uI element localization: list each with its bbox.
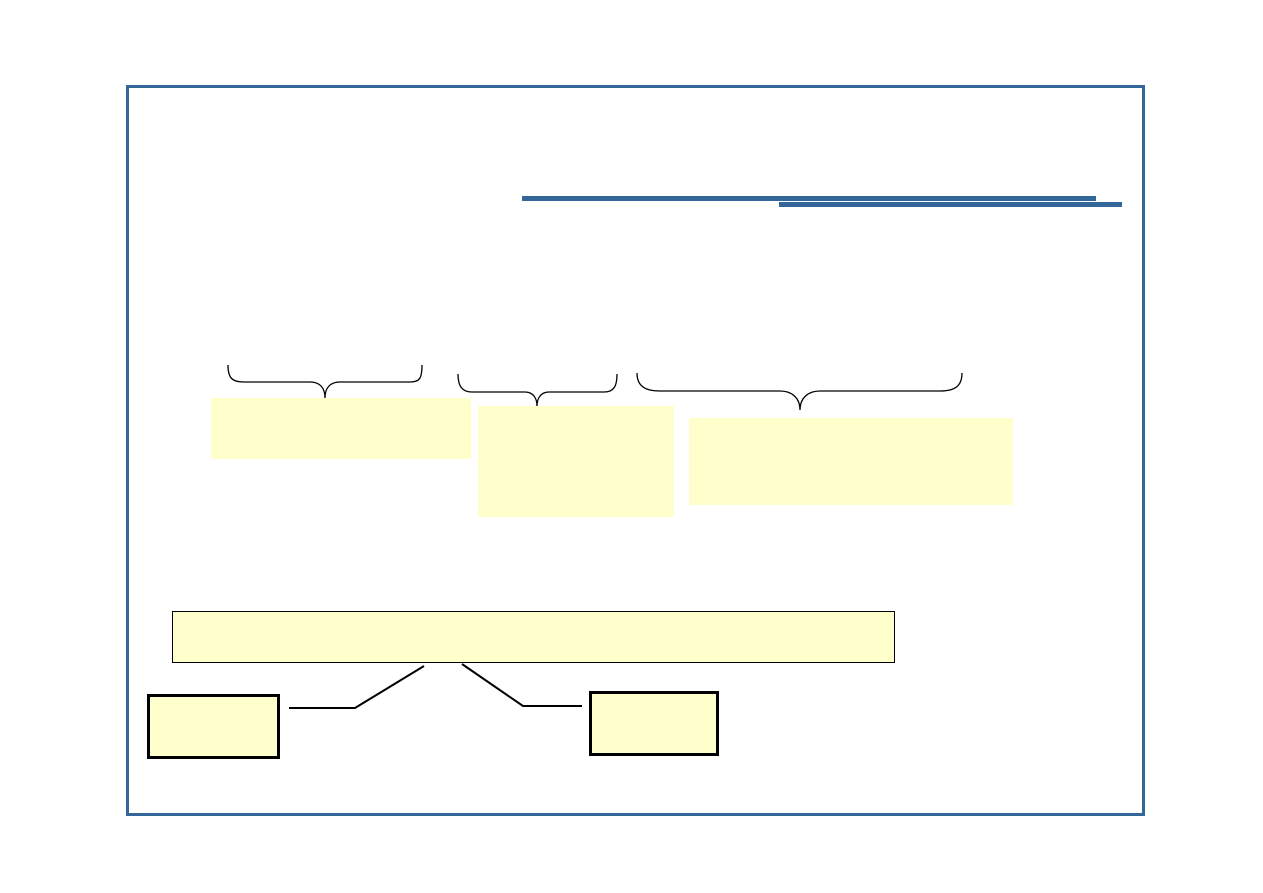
main-bar-box [172, 611, 895, 663]
note-box-3 [689, 418, 1013, 505]
connector-line [289, 665, 425, 709]
left-box [147, 694, 280, 759]
brace-icon [457, 373, 618, 407]
title-rule-lower [779, 202, 1122, 207]
note-box-1 [211, 398, 471, 459]
brace-icon [636, 372, 963, 411]
title-rule-upper [522, 196, 1096, 201]
right-box [589, 691, 719, 756]
note-box-2 [478, 406, 674, 517]
brace-icon [227, 364, 423, 399]
slide-frame [126, 85, 1145, 816]
connector-line [461, 663, 582, 707]
